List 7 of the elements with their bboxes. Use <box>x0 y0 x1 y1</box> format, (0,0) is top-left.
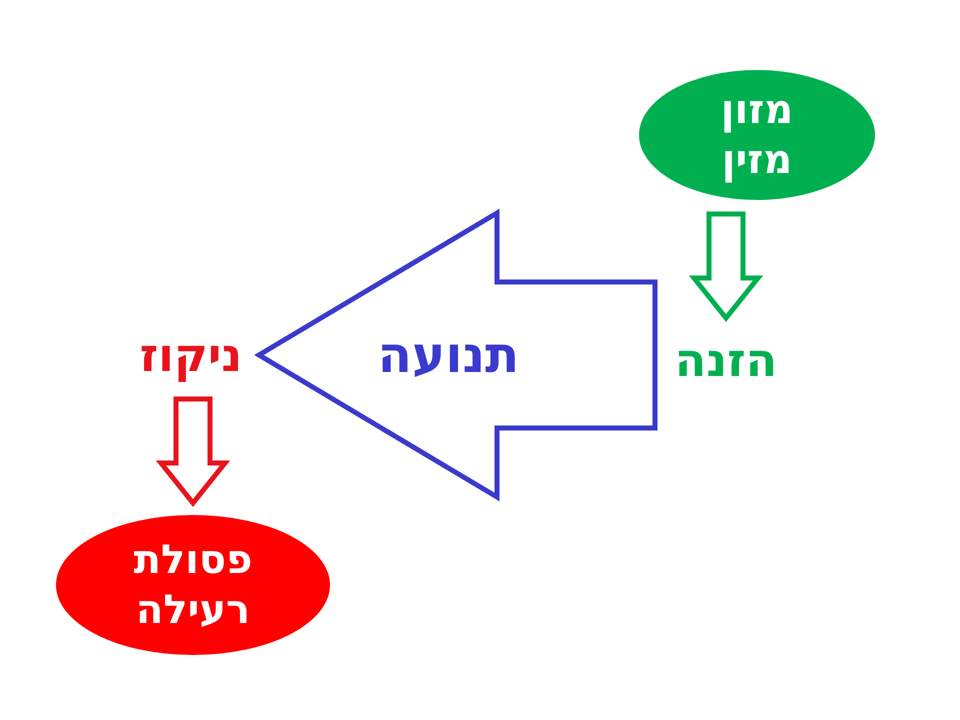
label-text: הזנה <box>670 330 782 390</box>
ellipse-node: מזון מזין <box>639 70 875 200</box>
ellipse-node: פסולת רעילה <box>56 515 330 655</box>
label-text: ניקוז <box>135 325 247 385</box>
hollow-arrow <box>156 396 230 507</box>
hollow-arrow <box>688 212 764 322</box>
hollow-arrow <box>254 208 658 502</box>
